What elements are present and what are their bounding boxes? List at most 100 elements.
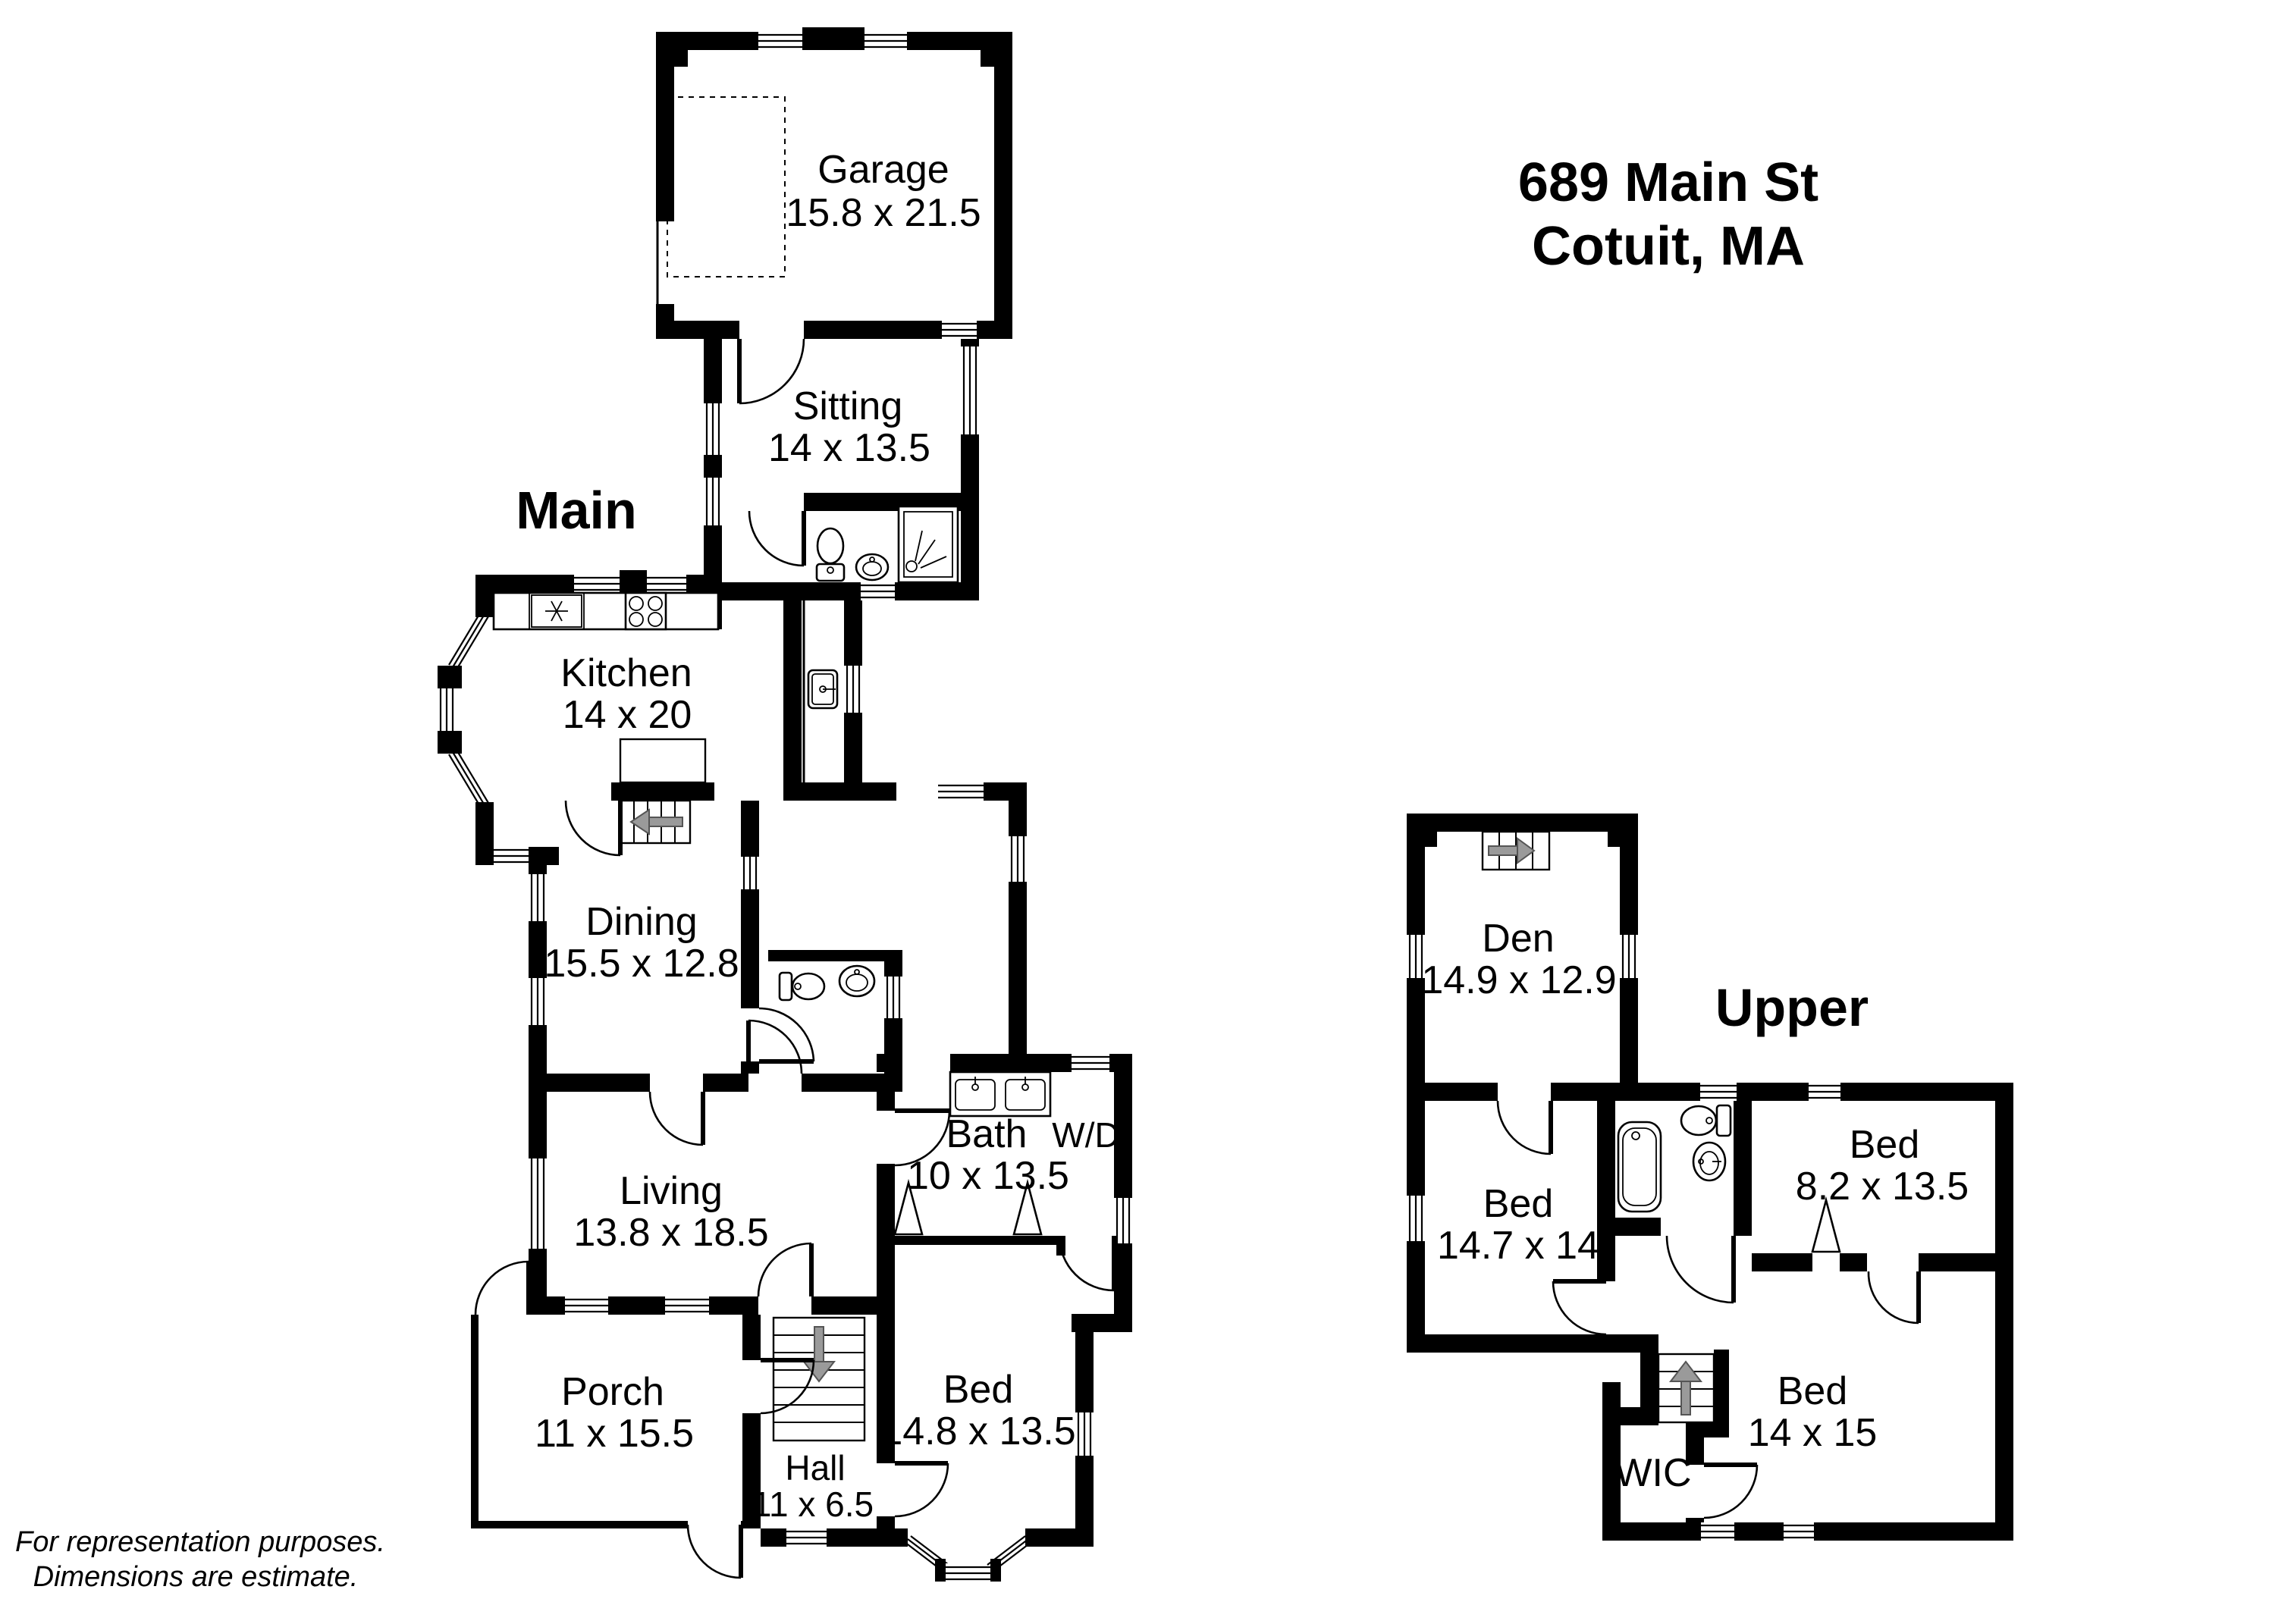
upper-bed2-dims: 8.2 x 13.5 [1796, 1165, 1969, 1209]
wd-label: W/D [1052, 1115, 1119, 1155]
upper-bed2-label: Bed [1850, 1123, 1920, 1167]
main-floor-plan: Garage 15.8 x 21.5 Sitting 14 x 13.5 Mai… [438, 27, 1132, 1583]
dining-windows [529, 857, 759, 1025]
kitchen-dims: 14 x 20 [563, 693, 692, 737]
den-dims: 14.9 x 12.9 [1421, 958, 1616, 1002]
hall-staircase [772, 1316, 866, 1442]
living-label: Living [620, 1169, 723, 1213]
bath-walls [877, 1054, 1132, 1332]
upper-bed1-dims: 14.7 x 14 [1437, 1224, 1599, 1268]
sitting-label: Sitting [793, 384, 903, 428]
powder-door-arc [758, 1007, 815, 1064]
upper-bed2-walls [1752, 1083, 2013, 1541]
fridge-icon [531, 594, 582, 628]
porch-dims: 11 x 15.5 [535, 1412, 694, 1456]
kitchen-label: Kitchen [560, 651, 692, 695]
garage-dims: 15.8 x 21.5 [786, 191, 981, 235]
kitchen-counter [492, 591, 720, 631]
upper-bed1-walls [1407, 1101, 1658, 1425]
main-bed-bay-windows [904, 1412, 1094, 1583]
upper-bed3-dims: 14 x 15 [1748, 1411, 1878, 1455]
upper-bed1-door-arc [1552, 1279, 1607, 1336]
den-door-arc [1496, 1100, 1553, 1155]
disclaimer-line-1: For representation purposes. [15, 1526, 385, 1558]
garage-walls [656, 27, 1012, 339]
hall-bed-door-arc [894, 1461, 949, 1518]
wic-label: WIC [1614, 1451, 1691, 1495]
garage-label: Garage [817, 148, 949, 192]
stairs-direction-arrow [1668, 1360, 1703, 1416]
hall-walls [742, 1315, 877, 1547]
plan-title: 689 Main St Cotuit, MA [1518, 152, 1818, 277]
corridor-windows [844, 666, 1027, 882]
living-walls [529, 1092, 895, 1315]
sitting-dims: 14 x 13.5 [768, 426, 930, 470]
upper-floor-plan: Upper Den 14.9 x 12.9 Bed 14.7 x 14 Bed … [1407, 814, 2013, 1541]
bath-closet-doors [893, 1178, 1043, 1236]
upper-sink-icon [1692, 1141, 1727, 1182]
main-floor-label: Main [516, 481, 636, 540]
upper-bottom-walls [1602, 1522, 2013, 1541]
garage-parking-outline [667, 96, 786, 277]
den-walls [1407, 814, 1638, 1101]
bath-vanity-double-sink [949, 1071, 1052, 1118]
dining-walls [529, 801, 902, 1092]
corridor-walls [783, 600, 1027, 1056]
den-label: Den [1482, 917, 1554, 961]
disclaimer: For representation purposes. Dimensions … [15, 1526, 385, 1593]
garage-door-arc [737, 338, 805, 405]
stairs-direction-arrow [629, 808, 683, 836]
stove-icon [624, 591, 667, 631]
bath-windows [1072, 1054, 1132, 1243]
bath-bed-door-arc [1058, 1235, 1116, 1292]
powder-toilet-icon [778, 971, 826, 1002]
powder-bath-window [884, 977, 902, 1018]
main-bed-dims: 14.8 x 13.5 [880, 1409, 1075, 1453]
bath-dims: 10 x 13.5 [907, 1154, 1069, 1198]
garage-windows [758, 32, 977, 339]
title-city: Cotuit, MA [1532, 216, 1805, 277]
corridor-sink-icon [807, 669, 839, 710]
upper-toilet-icon [1680, 1104, 1732, 1137]
den-staircase [1481, 830, 1551, 871]
living-windows [529, 1158, 709, 1315]
hall-window [786, 1528, 827, 1547]
wic-door-arc [1703, 1463, 1759, 1519]
hall-dims: 11 x 6.5 [752, 1484, 874, 1524]
sitting-bath-door-arc [748, 510, 806, 567]
upper-bed2-window [1809, 1083, 1840, 1101]
upper-floor-label: Upper [1715, 978, 1869, 1037]
upper-bed1-window [1407, 1196, 1425, 1241]
porch-walls [471, 1315, 761, 1528]
stairs-direction-arrow [1488, 837, 1536, 864]
stairs-direction-arrow [802, 1326, 836, 1383]
porch-door-arcs [474, 1260, 743, 1579]
sink-icon [855, 553, 890, 582]
kitchen-staircase [564, 738, 714, 857]
toilet-icon [815, 527, 846, 582]
main-bed-label: Bed [943, 1368, 1014, 1412]
upper-bath-door-arc [1665, 1235, 1736, 1304]
kitchen-bay-windows [438, 575, 686, 865]
bathtub-icon [1617, 1121, 1662, 1213]
porch-hall-door-arc [760, 1358, 815, 1415]
porch-label: Porch [561, 1370, 664, 1414]
upper-bed2-door-arc [1867, 1271, 1921, 1325]
sitting-walls [704, 339, 979, 629]
upper-bed3-label: Bed [1778, 1369, 1848, 1413]
main-bed-walls [877, 1315, 1094, 1582]
powder-sink-icon [838, 964, 876, 998]
upper-bath-window [1700, 1083, 1737, 1101]
sitting-windows [704, 346, 979, 600]
upper-bath-walls [1615, 1083, 1752, 1236]
upper-bed2-closet-door [1811, 1196, 1841, 1253]
dining-label: Dining [585, 900, 697, 944]
title-address: 689 Main St [1518, 152, 1818, 213]
shower-icon [897, 505, 959, 584]
den-windows [1407, 935, 1638, 978]
upper-bottom-windows [1701, 1522, 1814, 1541]
hall-label: Hall [785, 1448, 845, 1488]
dining-dims: 15.5 x 12.8 [544, 942, 739, 986]
